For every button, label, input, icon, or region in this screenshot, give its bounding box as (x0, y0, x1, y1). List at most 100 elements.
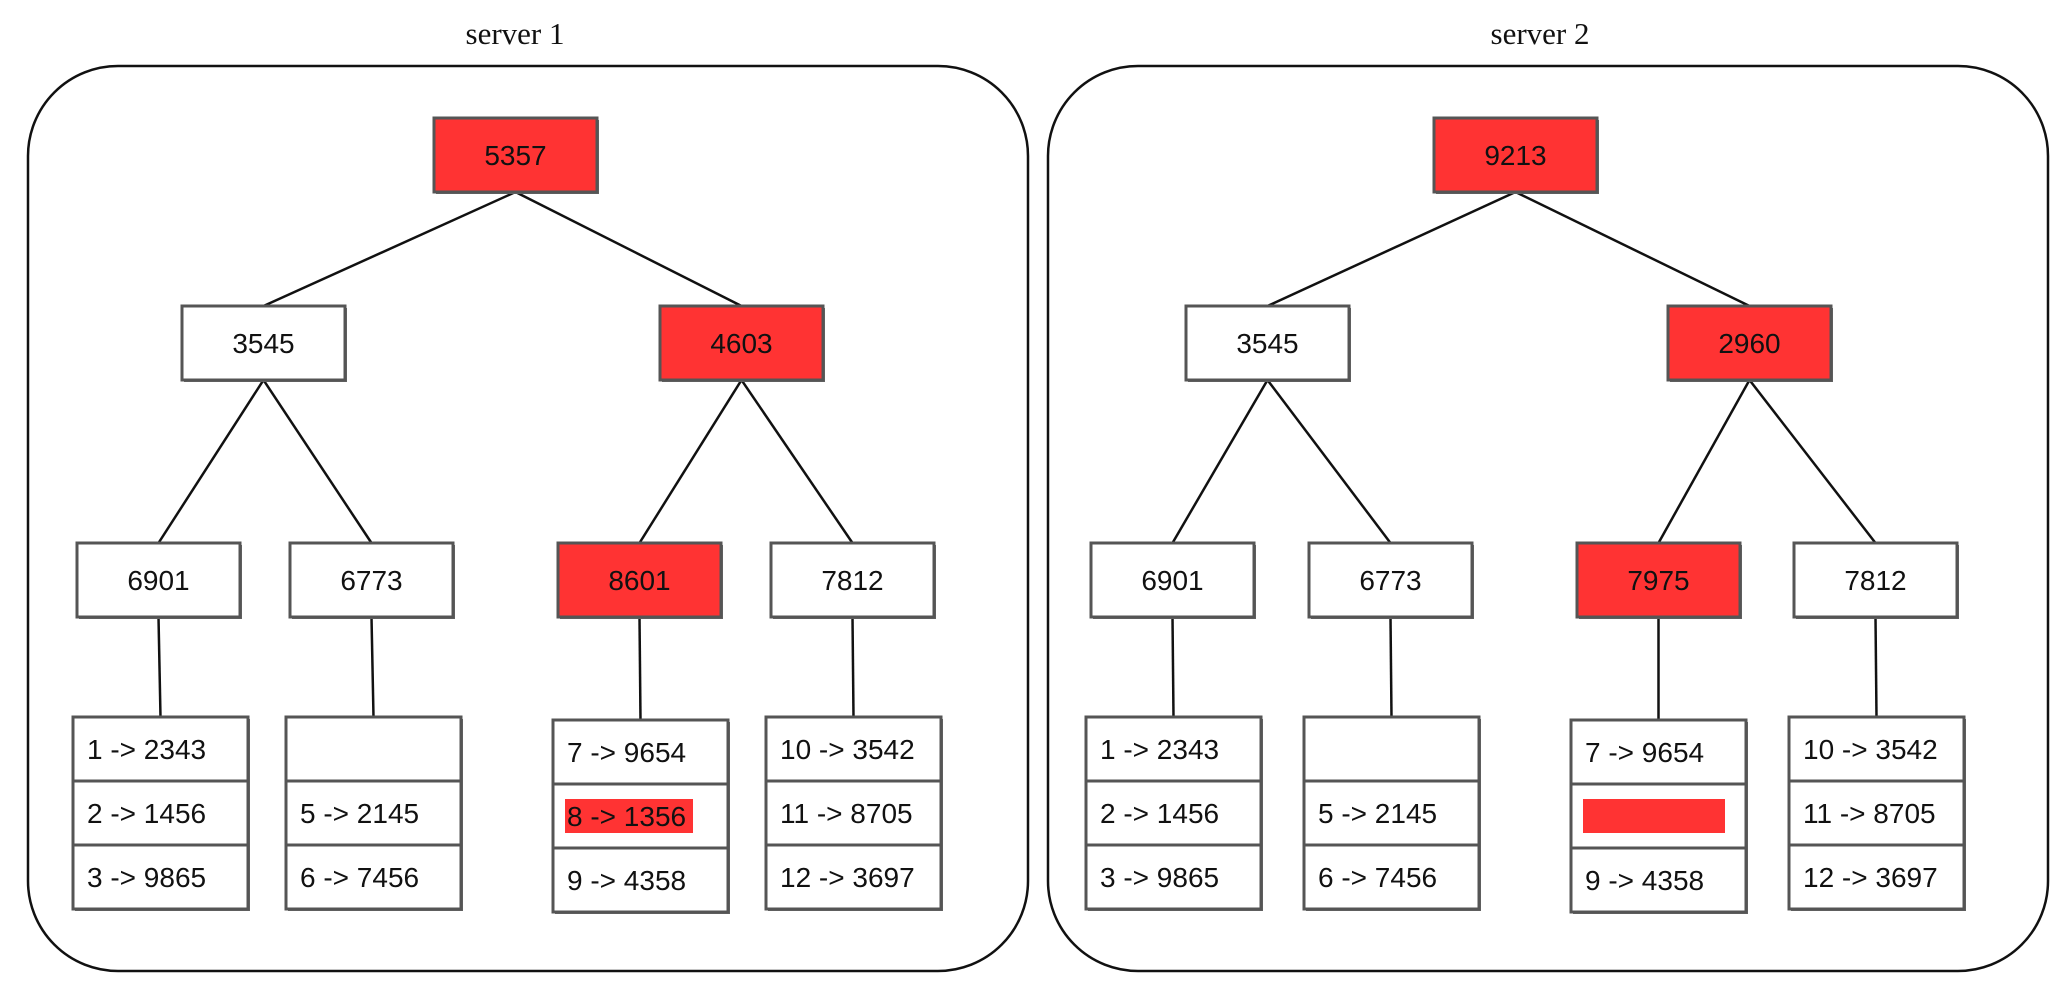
tree-edge (262, 379, 373, 544)
level2-node: 6773 (1307, 541, 1474, 619)
level2-node: 8601 (556, 541, 723, 619)
leaf-entry: 5 -> 2145 (300, 798, 419, 829)
leaf-entry: 12 -> 3697 (780, 862, 915, 893)
leaf-entry-text: 5 -> 2145 (1318, 798, 1437, 829)
node-label: 6773 (1359, 565, 1421, 596)
leaf-block: 5 -> 2145 6 -> 7456 (1302, 715, 1481, 911)
leaf-entry-text: 5 -> 2145 (300, 798, 419, 829)
level2-node: 7975 (1575, 541, 1742, 619)
tree-edge (157, 616, 162, 718)
leaf-entry-text: 6 -> 7456 (300, 862, 419, 893)
leaf-entry-text: 2 -> 1456 (1100, 798, 1219, 829)
tree-edge (638, 379, 743, 544)
tree-edge (1266, 379, 1392, 544)
leaf-entry-text: 10 -> 3542 (1803, 734, 1938, 765)
tree-edge (262, 190, 517, 308)
node-label: 6901 (1141, 565, 1203, 596)
tree-edge (1266, 190, 1517, 308)
tree-edge (1874, 616, 1878, 718)
server-panel-2: server 2 9213 3545 2960 6901 6773 7975 7812 1 ->… (1046, 16, 2050, 973)
leaf-entry: 12 -> 3697 (1803, 862, 1938, 893)
tree-edge (157, 379, 265, 544)
leaf-block: 1 -> 2343 2 -> 1456 3 -> 9865 (1084, 715, 1263, 911)
node-label: 3545 (232, 328, 294, 359)
node-label: 6773 (340, 565, 402, 596)
level1-node: 3545 (180, 304, 347, 382)
level1-node: 4603 (658, 304, 825, 382)
tree-edge (740, 379, 854, 544)
server-title: server 1 (466, 16, 565, 51)
node-label: 3545 (1236, 328, 1298, 359)
node-label: 9213 (1484, 140, 1546, 171)
leaf-entry: 2 -> 1456 (87, 798, 206, 829)
leaf-entry-text: 1 -> 2343 (1100, 734, 1219, 765)
level2-node: 6901 (75, 541, 242, 619)
node-label: 6901 (127, 565, 189, 596)
leaf-entry-text: 10 -> 3542 (780, 734, 915, 765)
leaf-entry: 11 -> 8705 (780, 798, 913, 829)
leaf-block: 7 -> 9654 9 -> 4358 (1569, 718, 1748, 914)
leaf-entry-text: 12 -> 3697 (780, 862, 915, 893)
tree-edge (1171, 379, 1269, 544)
node-label: 4603 (710, 328, 772, 359)
leaf-entry: 3 -> 9865 (1100, 862, 1219, 893)
leaf-block: 5 -> 2145 6 -> 7456 (284, 715, 463, 911)
level2-node: 6901 (1089, 541, 1256, 619)
node-label: 2960 (1718, 328, 1780, 359)
server-panel-1: server 1 5357 3545 4603 6901 6773 8601 7812 1 ->… (26, 16, 1030, 973)
root-node: 9213 (1432, 116, 1599, 194)
leaf-entry: 6 -> 7456 (1318, 862, 1437, 893)
tree-edge (638, 616, 642, 721)
leaf-entry: 11 -> 8705 (1803, 798, 1936, 829)
leaf-entry-text: 9 -> 4358 (1585, 865, 1704, 896)
level1-node: 3545 (1184, 304, 1351, 382)
leaf-block: 10 -> 3542 11 -> 8705 12 -> 3697 (1787, 715, 1966, 911)
tree-edge (1171, 616, 1175, 718)
leaf-entry: 3 -> 9865 (87, 862, 206, 893)
leaf-entry: 7 -> 9654 (567, 737, 686, 768)
leaf-entry-text: 11 -> 8705 (1803, 798, 1936, 829)
leaf-entry: 10 -> 3542 (780, 734, 915, 765)
level2-node: 6773 (288, 541, 455, 619)
node-label: 7975 (1627, 565, 1689, 596)
tree-edge (851, 616, 855, 718)
leaf-entry (1583, 799, 1725, 833)
leaf-entry: 8 -> 1356 (565, 799, 693, 833)
level2-node: 7812 (769, 541, 936, 619)
leaf-entry-text: 12 -> 3697 (1803, 862, 1938, 893)
tree-edge (1657, 379, 1751, 544)
leaf-block: 10 -> 3542 11 -> 8705 12 -> 3697 (764, 715, 943, 911)
tree-edge (1389, 616, 1393, 718)
highlight-mark (565, 799, 693, 833)
level2-node: 7812 (1792, 541, 1959, 619)
leaf-entry: 2 -> 1456 (1100, 798, 1219, 829)
leaf-entry-text: 3 -> 9865 (87, 862, 206, 893)
node-label: 5357 (484, 140, 546, 171)
node-label: 7812 (1844, 565, 1906, 596)
node-label: 8601 (608, 565, 670, 596)
leaf-entry: 10 -> 3542 (1803, 734, 1938, 765)
server-border (26, 64, 1030, 973)
leaf-entry: 1 -> 2343 (87, 734, 206, 765)
leaf-entry: 9 -> 4358 (1585, 865, 1704, 896)
leaf-entry-text: 1 -> 2343 (87, 734, 206, 765)
server-border (1046, 64, 2050, 973)
node-label: 7812 (821, 565, 883, 596)
leaf-entry-text: 8 -> 1356 (567, 801, 686, 832)
removed-entry-mark (1583, 799, 1725, 833)
leaf-block: 1 -> 2343 2 -> 1456 3 -> 9865 (71, 715, 250, 911)
leaf-entry-text: 11 -> 8705 (780, 798, 913, 829)
leaf-entry: 5 -> 2145 (1318, 798, 1437, 829)
leaf-entry: 7 -> 9654 (1585, 737, 1704, 768)
leaf-entry-text: 7 -> 9654 (567, 737, 686, 768)
level1-node: 2960 (1666, 304, 1833, 382)
leaf-entry-text: 6 -> 7456 (1318, 862, 1437, 893)
tree-edge (1514, 190, 1751, 308)
tree-edge (514, 190, 743, 308)
tree-edge (370, 616, 375, 718)
leaf-entry-text: 3 -> 9865 (1100, 862, 1219, 893)
leaf-entry: 6 -> 7456 (300, 862, 419, 893)
server-title: server 2 (1491, 16, 1590, 51)
